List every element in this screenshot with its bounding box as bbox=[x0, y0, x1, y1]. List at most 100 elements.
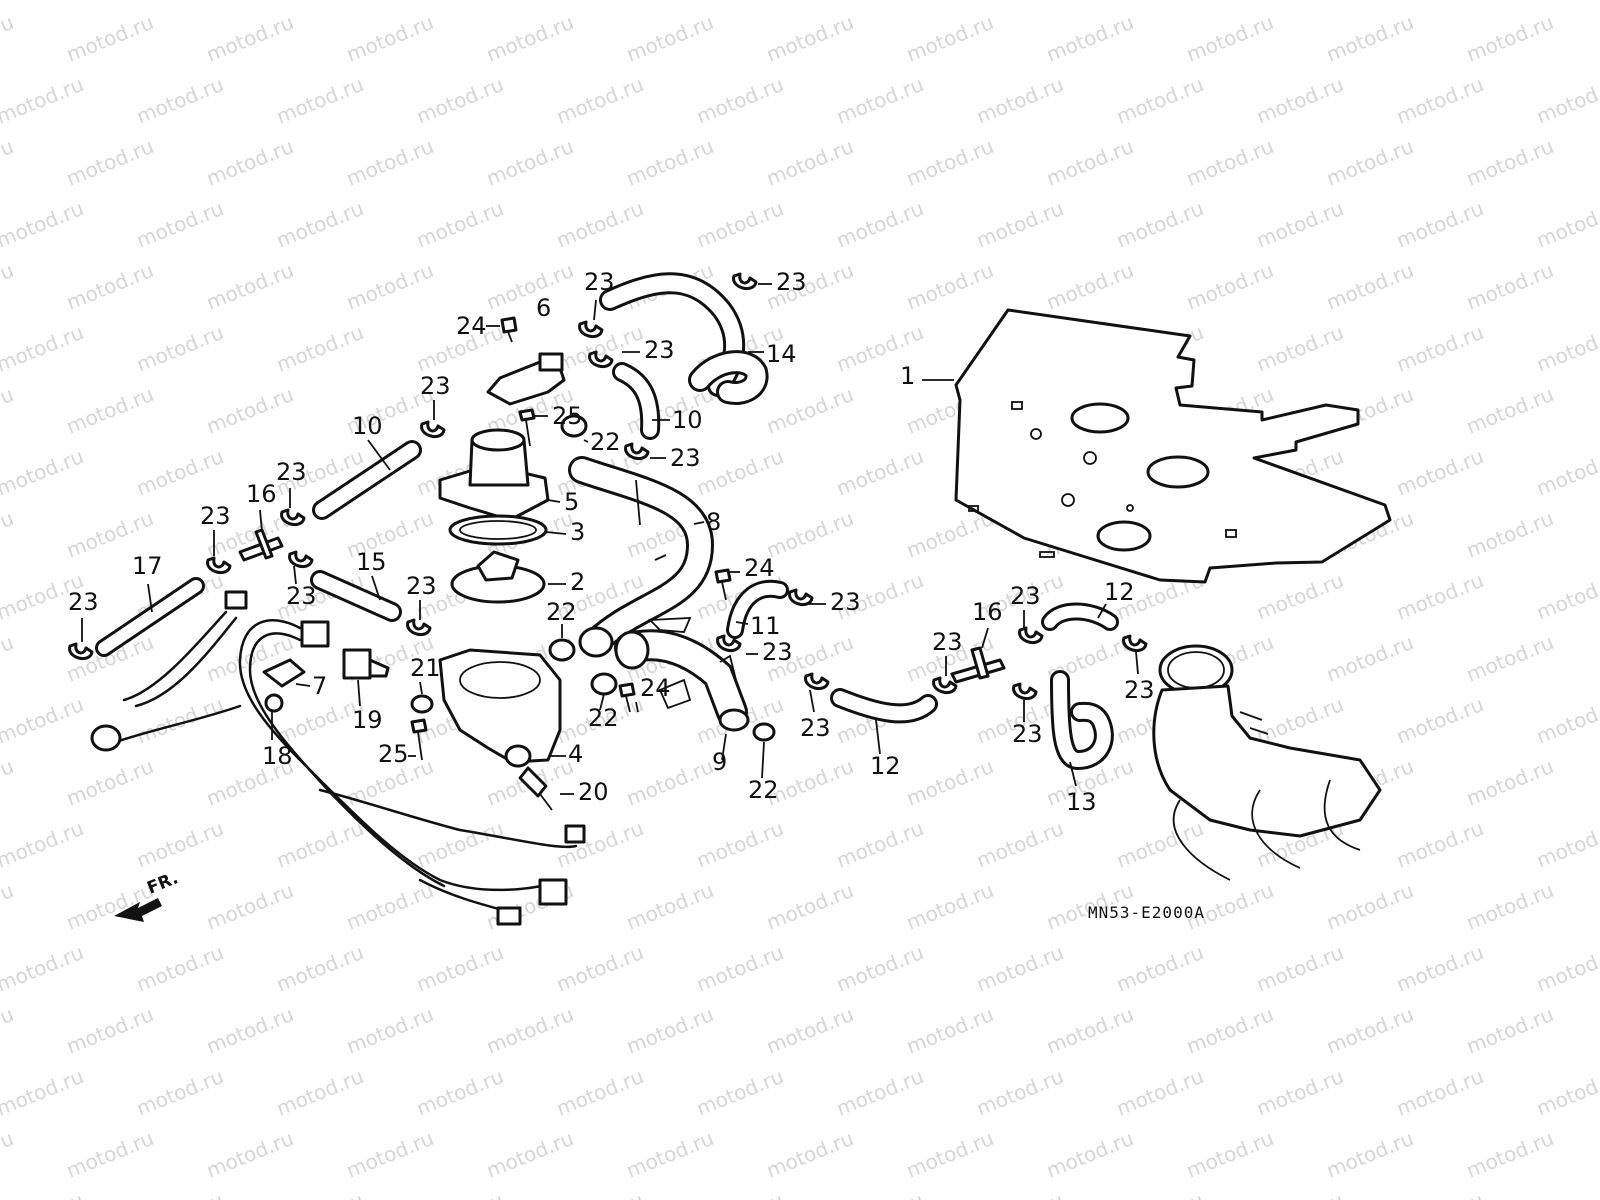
watermark-text: motod.ru bbox=[833, 1064, 927, 1121]
watermark-text: motod.ru bbox=[1113, 1064, 1207, 1121]
watermark-text: motod.ru bbox=[1533, 0, 1600, 5]
watermark-text: motod.ru bbox=[553, 1064, 647, 1121]
heat-shield-plate bbox=[954, 308, 1392, 584]
watermark-text: motod.ru bbox=[1323, 1126, 1417, 1183]
water-pipe bbox=[568, 456, 715, 658]
watermark-text: motod.ru bbox=[273, 0, 367, 5]
exhaust-manifold bbox=[1152, 644, 1382, 881]
watermark-text: motod.ru bbox=[0, 816, 87, 873]
o-ring-3 bbox=[448, 514, 548, 546]
watermark-text: motod.ru bbox=[133, 692, 227, 749]
callout-leader-line bbox=[371, 575, 381, 601]
watermark-text: motod.ru bbox=[693, 72, 787, 129]
watermark-text: motod.ru bbox=[623, 754, 717, 811]
long-straight-hose bbox=[312, 440, 422, 520]
callout-number-22: 22 bbox=[546, 598, 577, 626]
watermark-text: motod.ru bbox=[273, 816, 367, 873]
hose-clamp-shape bbox=[1122, 634, 1148, 653]
watermark-text: motod.ru bbox=[0, 630, 17, 687]
watermark-text: motod.ru bbox=[0, 10, 17, 67]
watermark-text: motod.ru bbox=[413, 72, 507, 129]
watermark-text: motod.ru bbox=[693, 816, 787, 873]
callout-number-13: 13 bbox=[1066, 788, 1097, 816]
watermark-text: motod.ru bbox=[0, 692, 87, 749]
callout-number-25: 25 bbox=[552, 402, 583, 430]
callout-leader-line bbox=[1069, 761, 1077, 787]
watermark-text: motod.ru bbox=[1463, 10, 1557, 67]
watermark-text: motod.ru bbox=[763, 134, 857, 191]
callout-leader-line bbox=[693, 521, 705, 525]
callout-leader-line bbox=[1097, 603, 1107, 619]
watermark-text: motod.ru bbox=[273, 1064, 367, 1121]
watermark-text: motod.ru bbox=[1393, 692, 1487, 749]
callout-number-19: 19 bbox=[352, 706, 383, 734]
watermark-text: motod.ru bbox=[1113, 816, 1207, 873]
watermark-text: motod.ru bbox=[203, 878, 297, 935]
watermark-text: motod.ru bbox=[973, 816, 1067, 873]
watermark-text: motod.ru bbox=[1463, 382, 1557, 439]
callout-number-23: 23 bbox=[1010, 582, 1041, 610]
thermostat bbox=[450, 550, 546, 604]
watermark-text: motod.ru bbox=[273, 196, 367, 253]
watermark-text: motod.ru bbox=[833, 444, 927, 501]
watermark-text: motod.ru bbox=[0, 506, 17, 563]
watermark-text: motod.ru bbox=[133, 196, 227, 253]
watermark-text: motod.ru bbox=[763, 1002, 857, 1059]
callout-number-23: 23 bbox=[286, 582, 317, 610]
watermark-text: motod.ru bbox=[1393, 1188, 1487, 1200]
callout-leader-line bbox=[419, 681, 423, 695]
watermark-text: motod.ru bbox=[1113, 72, 1207, 129]
watermark-text: motod.ru bbox=[763, 10, 857, 67]
watermark-text: motod.ru bbox=[1043, 10, 1137, 67]
watermark-text: motod.ru bbox=[1533, 72, 1600, 129]
watermark-text: motod.ru bbox=[1323, 258, 1417, 315]
watermark-text: motod.ru bbox=[483, 258, 577, 315]
watermark-text: motod.ru bbox=[273, 320, 367, 377]
thermostat-housing bbox=[438, 648, 562, 768]
watermark-text: motod.ru bbox=[203, 10, 297, 67]
watermark-text: motod.ru bbox=[203, 134, 297, 191]
watermark-text: motod.ru bbox=[133, 0, 227, 5]
watermark-text: motod.ru bbox=[483, 134, 577, 191]
callout-leader-line bbox=[593, 299, 597, 321]
watermark-text: motod.ru bbox=[0, 1188, 87, 1200]
hose-clamp-shape bbox=[288, 550, 314, 569]
callout-number-23: 23 bbox=[420, 372, 451, 400]
callout-leader-line bbox=[295, 683, 311, 687]
watermark-text: motod.ru bbox=[1533, 816, 1600, 873]
watermark-text: motod.ru bbox=[343, 1002, 437, 1059]
callout-number-23: 23 bbox=[68, 588, 99, 616]
callout-number-25: 25 bbox=[378, 740, 409, 768]
watermark-text: motod.ru bbox=[133, 320, 227, 377]
callout-number-10: 10 bbox=[352, 412, 383, 440]
hose-clamp-shape bbox=[420, 420, 446, 439]
watermark-text: motod.ru bbox=[623, 1002, 717, 1059]
callout-leader-line bbox=[293, 565, 297, 585]
front-label: FR. bbox=[144, 868, 181, 898]
hose-clamp-shape bbox=[68, 642, 94, 661]
callout-leader-line bbox=[583, 439, 589, 443]
callout-leader-line bbox=[875, 719, 881, 755]
callout-number-23: 23 bbox=[584, 268, 615, 296]
callout-number-24: 24 bbox=[744, 554, 775, 582]
callout-leader-line bbox=[635, 701, 639, 713]
watermark-text: motod.ru bbox=[0, 134, 17, 191]
callout-number-16: 16 bbox=[972, 598, 1003, 626]
watermark-text: motod.ru bbox=[1533, 320, 1600, 377]
watermark-text: motod.ru bbox=[0, 258, 17, 315]
hose-clamp-shape bbox=[624, 442, 650, 461]
washer-21 bbox=[410, 694, 434, 714]
watermark-text: motod.ru bbox=[553, 0, 647, 5]
watermark-text: motod.ru bbox=[1463, 134, 1557, 191]
watermark-text: motod.ru bbox=[0, 72, 87, 129]
callout-number-23: 23 bbox=[200, 502, 231, 530]
callout-number-12: 12 bbox=[870, 752, 901, 780]
watermark-text: motod.ru bbox=[1393, 940, 1487, 997]
watermark-text: motod.ru bbox=[63, 258, 157, 315]
diagram-code: MN53-E2000A bbox=[1088, 903, 1205, 922]
hose-clamp-shape bbox=[1012, 682, 1038, 701]
hose-clamp-shape bbox=[406, 618, 432, 637]
watermark-text: motod.ru bbox=[343, 878, 437, 935]
